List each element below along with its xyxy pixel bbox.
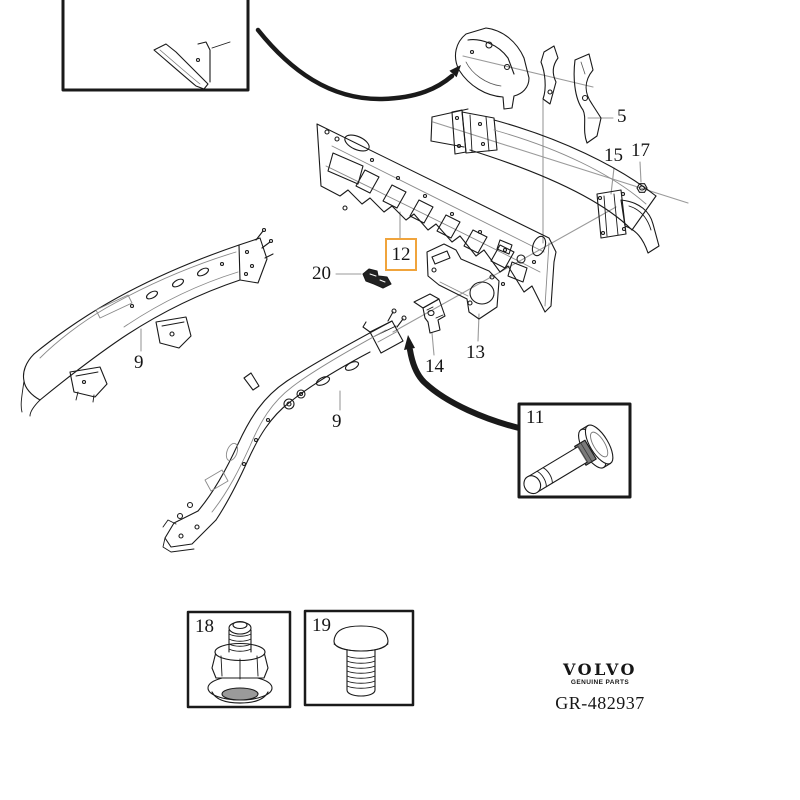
thumbnail-box bbox=[61, 0, 250, 92]
bracket-14-drawing bbox=[413, 293, 446, 334]
branding-block: VOLVO GENUINE PARTS GR-482937 bbox=[546, 662, 654, 712]
flow-arrow-bottom bbox=[404, 335, 522, 431]
callout-17[interactable]: 17 bbox=[631, 140, 650, 161]
inset-box-11 bbox=[517, 402, 632, 499]
bumper-beam-drawing bbox=[430, 108, 660, 254]
callout-5[interactable]: 5 bbox=[617, 106, 627, 127]
inset-box-19 bbox=[303, 609, 415, 707]
callout-12-label: 12 bbox=[391, 243, 411, 265]
callout-15[interactable]: 15 bbox=[604, 145, 623, 166]
stud-nut-drawing bbox=[207, 620, 273, 704]
rail-lower-drawing bbox=[162, 308, 407, 553]
rail-upper-drawing bbox=[20, 227, 274, 417]
bracket-straps-5-drawing bbox=[540, 45, 602, 144]
diagram-reference-number: GR-482937 bbox=[555, 692, 645, 713]
callout-20[interactable]: 20 bbox=[312, 263, 331, 284]
rear-panel-drawing bbox=[316, 123, 557, 313]
clip-20-drawing bbox=[362, 268, 392, 289]
callout-12-highlighted[interactable]: 12 bbox=[385, 238, 417, 271]
callout-9-lower[interactable]: 9 bbox=[332, 411, 342, 432]
inset-label-19: 19 bbox=[312, 615, 331, 636]
callout-13[interactable]: 13 bbox=[466, 342, 485, 363]
callout-14[interactable]: 14 bbox=[425, 356, 444, 377]
callout-9-upper[interactable]: 9 bbox=[134, 352, 144, 373]
flow-arrow-top bbox=[255, 27, 461, 102]
flanged-bolt-drawing bbox=[523, 424, 614, 495]
genuine-parts-tagline: GENUINE PARTS bbox=[570, 679, 630, 686]
inset-label-18: 18 bbox=[195, 616, 214, 637]
inset-box-18 bbox=[186, 610, 292, 709]
corner-bracket-drawing bbox=[454, 27, 530, 110]
inset-label-11: 11 bbox=[526, 407, 545, 428]
alignment-lines bbox=[140, 55, 689, 411]
bolt-drawing bbox=[333, 625, 389, 697]
volvo-wordmark: VOLVO bbox=[563, 660, 637, 679]
plate-13-drawing bbox=[426, 243, 500, 320]
nut-17-drawing bbox=[636, 183, 648, 193]
